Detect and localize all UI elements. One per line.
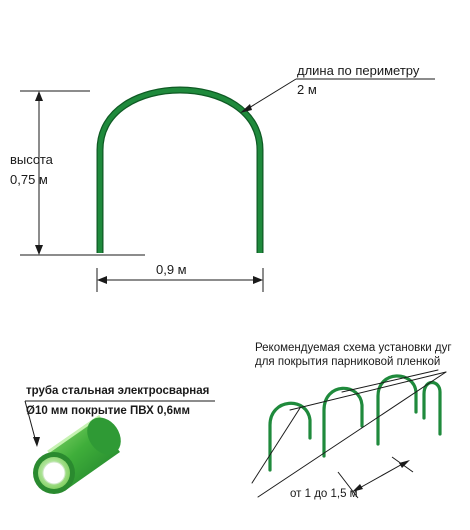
pipe-section-icon: [33, 414, 121, 494]
spacing-dimension-line: [355, 461, 407, 491]
pipe-leader-arrowhead: [33, 437, 40, 447]
perimeter-leader: [243, 78, 297, 112]
spacing-extension-1: [337, 471, 359, 499]
perimeter-arrowhead: [240, 104, 252, 113]
pipe-spec-line2: Ø10 мм покрытие ПВХ 0,6мм: [26, 405, 191, 417]
height-arrow-top: [35, 91, 43, 101]
scheme-arch-3: [376, 374, 418, 446]
tunnel-scheme: [251, 369, 447, 498]
scheme-side-line: [341, 369, 439, 393]
scheme-ridge: [257, 371, 447, 498]
spacing-arrow-right: [399, 460, 410, 468]
main-arch: [96, 86, 264, 253]
width-arrow-left: [97, 276, 107, 284]
height-label: высота: [10, 152, 53, 167]
scheme-title-line2: для покрытия парниковой пленкой: [255, 356, 441, 368]
perimeter-label: длина по периметру: [297, 63, 420, 78]
scheme-arch-4: [422, 380, 442, 436]
width-value: 0,9 м: [156, 262, 187, 277]
width-arrow-right: [253, 276, 263, 284]
main-arch-highlight: [97, 87, 263, 253]
scheme-arch-2: [322, 386, 364, 458]
spacing-arrow-left: [352, 484, 363, 492]
scheme-ridge-2: [289, 371, 447, 411]
scheme-arch-1: [268, 401, 312, 472]
pipe-spec-line1: труба стальная электросварная: [26, 385, 210, 397]
scheme-title-line1: Рекомендуемая схема установки дуг: [255, 342, 452, 354]
pipe-leader: [24, 400, 37, 443]
scheme-base-line: [251, 407, 301, 484]
height-value: 0,75 м: [10, 172, 48, 187]
height-arrow-bottom: [35, 245, 43, 255]
perimeter-value: 2 м: [297, 82, 317, 97]
spacing-label: от 1 до 1,5 м: [290, 488, 358, 500]
